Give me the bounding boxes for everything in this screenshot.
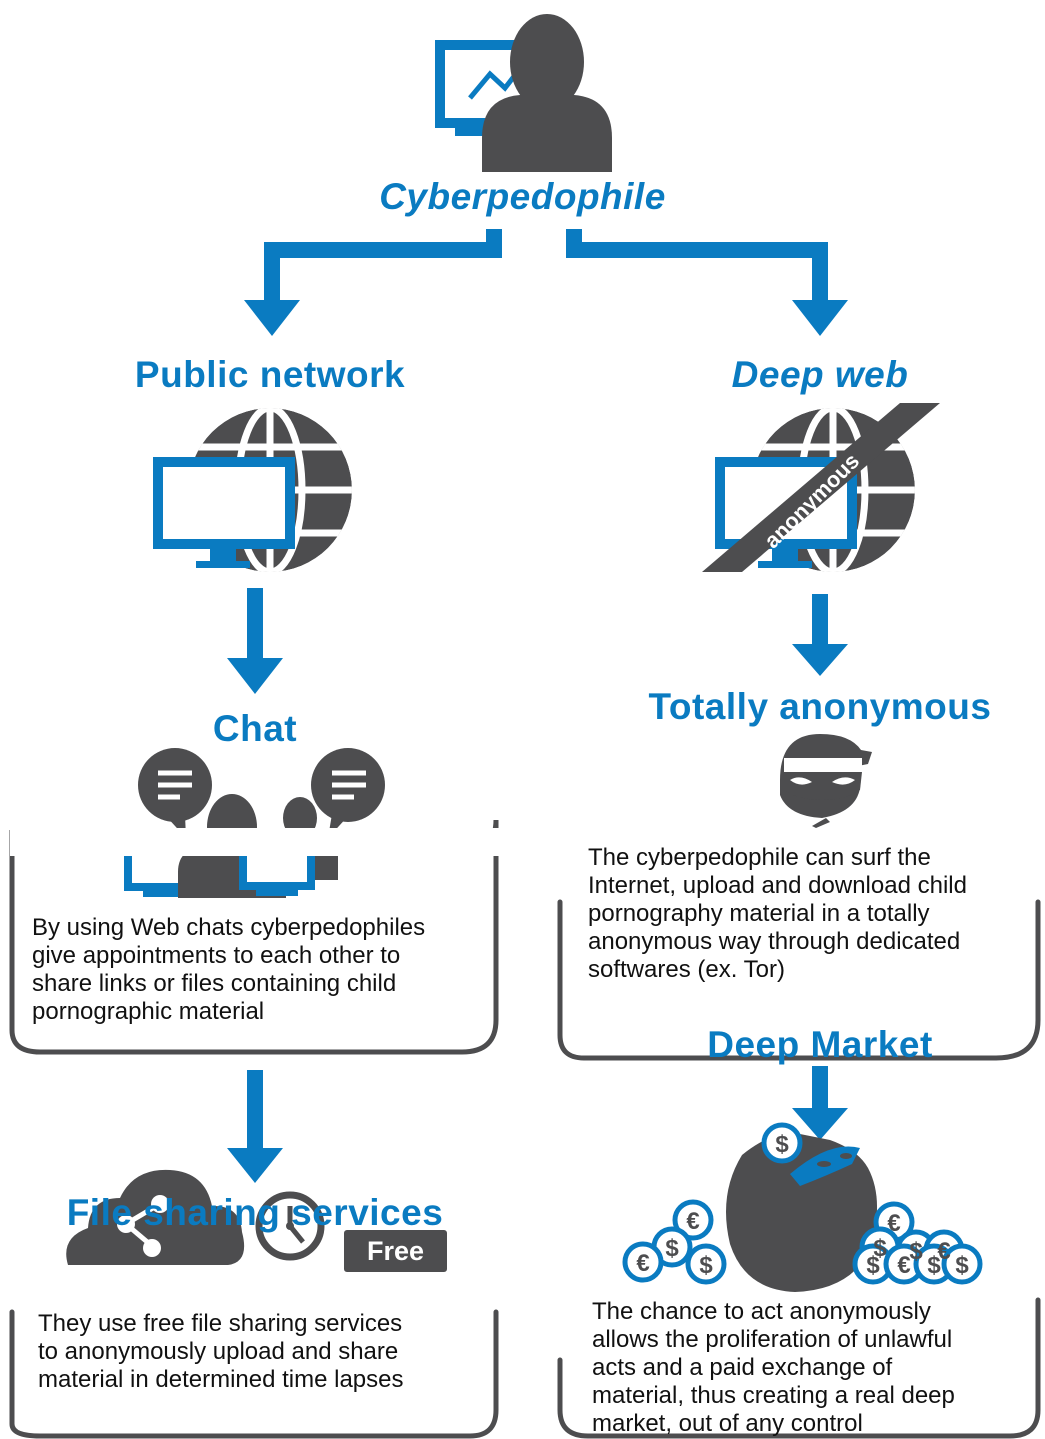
deep-web-globe-icon <box>702 403 940 572</box>
deep-market-title: Deep Market <box>707 1024 933 1065</box>
file-sharing-text-box <box>9 1309 499 1439</box>
chat-description: By using Web chats cyberpedophiles give … <box>32 914 426 1025</box>
money-bag-coins-icon: $ € $ € $ € $ $ € $ € $ $ <box>622 1122 983 1292</box>
svg-text:€: € <box>897 1252 910 1279</box>
clock-icon <box>255 1191 325 1261</box>
public-network-title: Public network <box>134 354 406 395</box>
root-title: Cyberpedophile <box>379 176 666 217</box>
person-at-monitor-icon <box>435 14 612 172</box>
svg-text:$: $ <box>699 1252 713 1279</box>
svg-text:$: $ <box>775 1131 789 1158</box>
market-text-box <box>557 1297 1041 1439</box>
svg-text:$: $ <box>955 1252 969 1279</box>
masked-face-icon <box>780 734 872 828</box>
connector-to-deep-web <box>566 229 848 336</box>
free-badge: Free <box>344 1230 447 1272</box>
svg-text:€: € <box>636 1250 649 1277</box>
arrow-to-deep-market <box>792 1066 848 1140</box>
svg-text:€: € <box>887 1210 900 1237</box>
chat-title: Chat <box>212 708 298 749</box>
deep-web-title: Deep web <box>731 354 909 395</box>
arrow-to-chat <box>227 588 283 694</box>
cloud-share-icon <box>66 1169 245 1265</box>
file-sharing-description: They use free file sharing services to a… <box>38 1310 404 1393</box>
totally-anonymous-description: The cyberpedophile can surf the Internet… <box>588 844 967 983</box>
svg-text:$: $ <box>927 1252 941 1279</box>
svg-text:€: € <box>686 1208 699 1235</box>
connector-to-public-network <box>244 229 502 336</box>
arrow-to-totally-anonymous <box>792 594 848 676</box>
globe-monitor-icon <box>153 408 352 572</box>
svg-text:$: $ <box>873 1235 887 1262</box>
anonymous-text-box <box>557 899 1041 1061</box>
deep-market-description: The chance to act anonymously allows the… <box>592 1298 955 1437</box>
totally-anonymous-title: Totally anonymous <box>648 686 992 727</box>
anonymous-banner <box>702 403 940 572</box>
file-sharing-title: File sharing services <box>66 1192 444 1233</box>
svg-text:$: $ <box>665 1235 679 1262</box>
arrow-to-file-sharing <box>227 1070 283 1183</box>
svg-text:$: $ <box>909 1238 923 1265</box>
svg-text:$: $ <box>866 1252 880 1279</box>
svg-text:€: € <box>937 1238 950 1265</box>
